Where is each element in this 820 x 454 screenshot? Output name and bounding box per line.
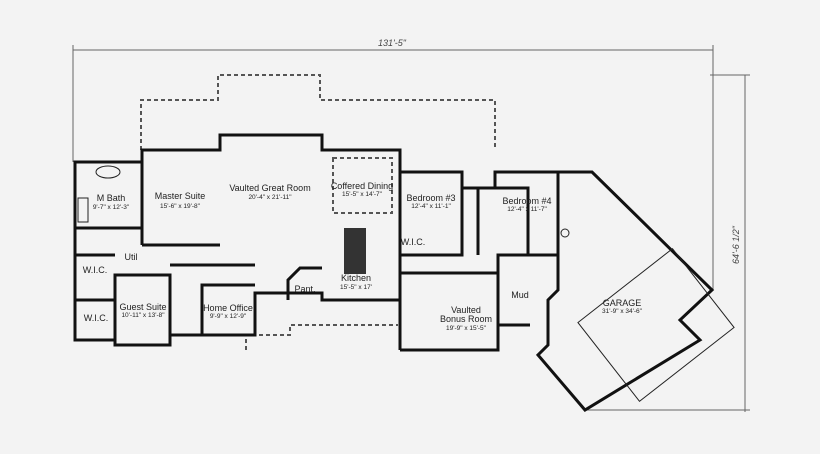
svg-text:Bonus Room: Bonus Room [440, 314, 492, 324]
room-guest-suite: Guest Suite 10'-11" x 13'-8" [119, 302, 166, 319]
svg-text:Vaulted Great Room: Vaulted Great Room [229, 183, 310, 193]
room-wic-master: W.I.C. [83, 265, 108, 275]
room-kitchen: Kitchen 15'-5" x 17' [340, 273, 372, 291]
room-bedroom-3: Bedroom #3 12'-4" x 11'-1" [406, 193, 455, 210]
svg-text:GARAGE: GARAGE [603, 298, 642, 308]
room-coffered-dining: Coffered Dining 15'-5" x 14'-7" [331, 181, 393, 198]
room-great-room: Vaulted Great Room 20'-4" x 21'-11" [229, 183, 310, 201]
shower-icon [77, 197, 89, 223]
dimension-lines [72, 45, 750, 412]
svg-text:9'-7" x 12'-3": 9'-7" x 12'-3" [93, 204, 130, 211]
svg-text:15'-5" x 17': 15'-5" x 17' [340, 284, 372, 291]
room-wic-bedroom-3: W.I.C. [401, 237, 426, 247]
svg-text:9'-9" x 12'-9": 9'-9" x 12'-9" [210, 313, 247, 320]
room-wic-guest: W.I.C. [84, 313, 109, 323]
svg-text:Guest Suite: Guest Suite [119, 302, 166, 312]
svg-text:20'-4" x 21'-11": 20'-4" x 21'-11" [248, 194, 292, 201]
room-master-suite: Master Suite 15'-6" x 19'-8" [155, 191, 206, 210]
walls [73, 133, 715, 412]
svg-text:15'-6" x 19'-8": 15'-6" x 19'-8" [160, 203, 201, 210]
room-mud: Mud [511, 290, 529, 300]
room-m-bath: M Bath 9'-7" x 12'-3" [93, 193, 130, 211]
svg-text:Vaulted: Vaulted [451, 305, 481, 315]
bathtub-icon [95, 165, 121, 179]
coffered-ceiling-outline [332, 157, 393, 214]
front-porch-outline [245, 324, 398, 350]
room-bedroom-4: Bedroom #4 12'-4" x 11'-7" [502, 196, 551, 213]
svg-text:Kitchen: Kitchen [341, 273, 371, 283]
fixtures [77, 165, 735, 403]
svg-text:10'-11" x 13'-8": 10'-11" x 13'-8" [121, 312, 165, 319]
svg-text:12'-4" x 11'-7": 12'-4" x 11'-7" [507, 206, 547, 213]
svg-text:Bedroom #4: Bedroom #4 [502, 196, 551, 206]
svg-text:M Bath: M Bath [97, 193, 126, 203]
kitchen-island [344, 228, 366, 274]
svg-text:Home Office: Home Office [203, 303, 253, 313]
room-garage: GARAGE 31'-9" x 34'-6" [602, 298, 643, 315]
svg-text:Coffered Dining: Coffered Dining [331, 181, 393, 191]
room-home-office: Home Office 9'-9" x 12'-9" [203, 303, 253, 320]
rear-patio-outline [140, 74, 496, 150]
svg-text:Master Suite: Master Suite [155, 191, 206, 201]
overall-depth-dimension: 64'-6 1/2" [731, 225, 741, 264]
svg-text:12'-4" x 11'-1": 12'-4" x 11'-1" [411, 203, 451, 210]
room-bonus-room: Vaulted Bonus Room 19'-9" x 15'-5" [440, 305, 492, 332]
water-heater-icon [560, 228, 570, 238]
overall-width-dimension: 131'-5" [378, 38, 407, 48]
room-pantry: Pant. [294, 284, 315, 294]
room-utility: Util [125, 252, 138, 262]
svg-text:31'-9" x 34'-6": 31'-9" x 34'-6" [602, 308, 643, 315]
svg-text:19'-9" x 15'-5": 19'-9" x 15'-5" [446, 325, 487, 332]
svg-text:15'-5" x 14'-7": 15'-5" x 14'-7" [342, 191, 383, 198]
garage-door-outline [577, 247, 735, 403]
svg-text:Bedroom #3: Bedroom #3 [406, 193, 455, 203]
